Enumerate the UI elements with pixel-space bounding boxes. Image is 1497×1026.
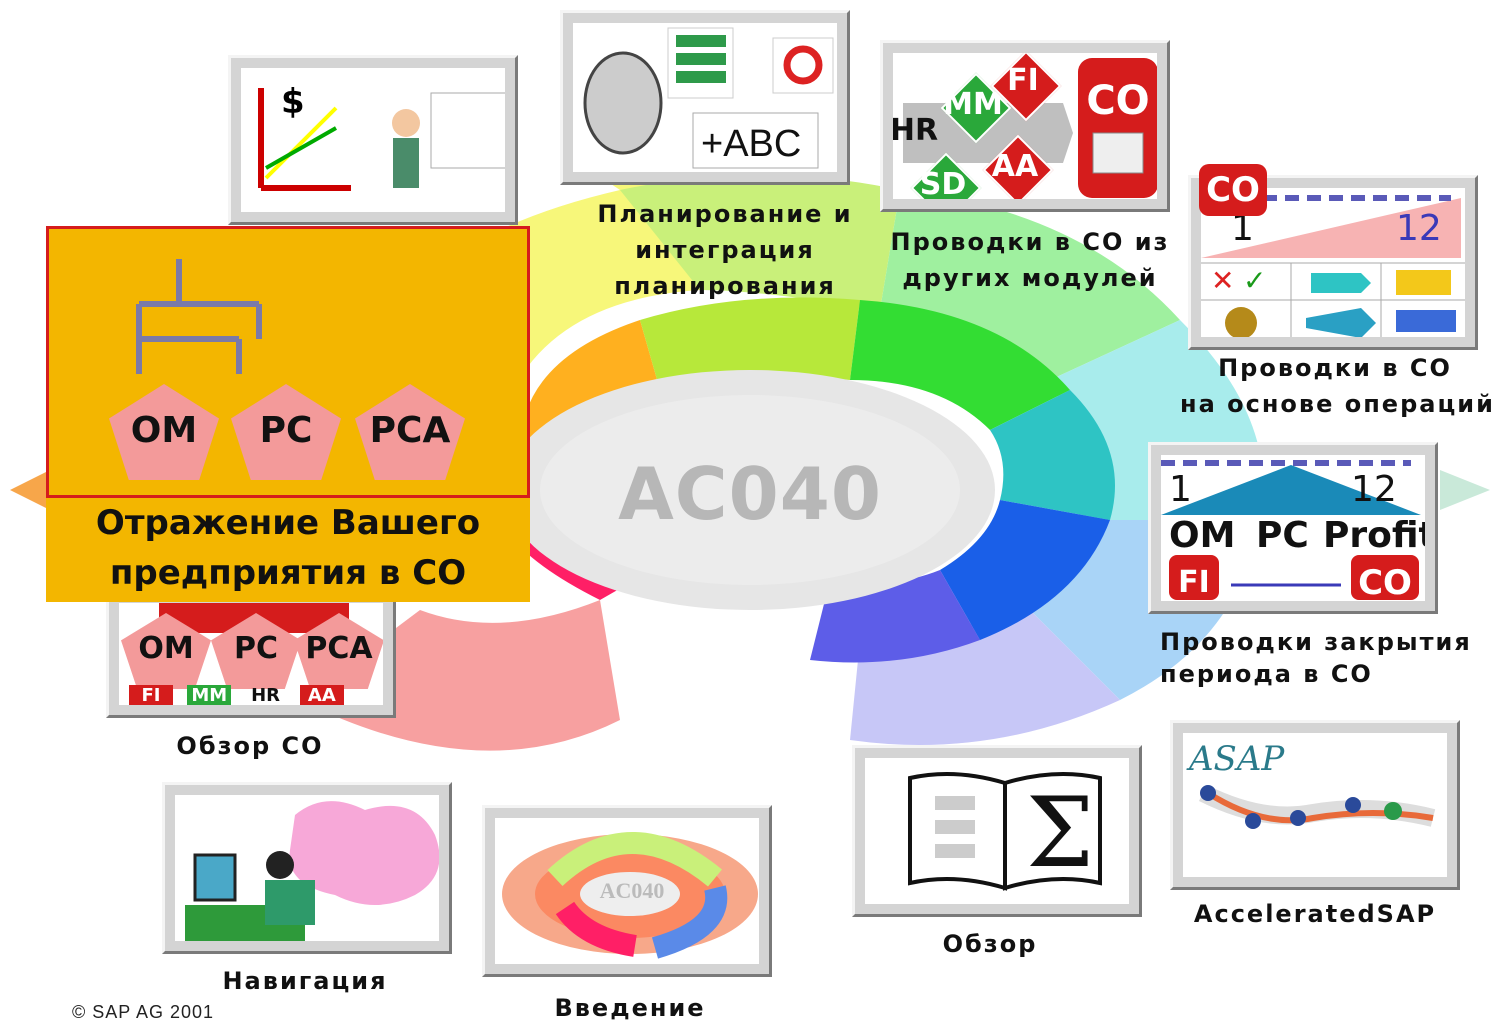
activity-postings-panel[interactable]: ✕ ✓ 1 12 CO: [1188, 164, 1478, 350]
asap-roadmap-icon: [1198, 784, 1436, 829]
planning-thinker-icon: [583, 27, 834, 169]
overview-module-hr: HR: [251, 685, 281, 705]
mm-badge: MM: [943, 87, 1003, 122]
activity-postings-caption: Проводки в CO на основе операций: [1180, 354, 1495, 418]
close-unit-pc: PC: [1256, 515, 1309, 556]
sd-badge: SD: [919, 167, 967, 199]
svg-text:$: $: [281, 82, 305, 122]
svg-text:✓: ✓: [1243, 264, 1266, 297]
planning-caption: Планирование и интеграция планирования: [597, 200, 853, 300]
activity-period-start: 1: [1231, 208, 1254, 249]
asap-panel[interactable]: ASAP: [1170, 720, 1460, 890]
co-cylinder-label: CO: [1086, 78, 1150, 124]
activity-grid-icon: ✕ ✓: [1201, 195, 1465, 337]
period-close-caption: Проводки закрытия периода в CO: [1160, 628, 1472, 688]
asap-logo: ASAP: [1189, 739, 1285, 779]
overview-unit-pc: PC: [233, 631, 278, 666]
period-close-panel[interactable]: 1 12 OM PC Profit FI CO: [1148, 442, 1438, 614]
computer-user-icon: [185, 801, 439, 941]
inner-teal: [990, 390, 1115, 520]
mini-wheel-icon: [502, 832, 758, 959]
close-co-label: CO: [1358, 563, 1412, 601]
inner-blue: [940, 500, 1110, 640]
overview-unit-om: OM: [138, 631, 194, 666]
chart-presenter-icon: $: [258, 82, 505, 191]
navigation-caption: Навигация: [222, 967, 388, 995]
inner-yellowgreen: [640, 297, 860, 390]
postings-other-modules-panel[interactable]: MM FI HR SD AA CO: [880, 40, 1170, 212]
svg-text:✕: ✕: [1211, 264, 1234, 297]
asap-caption: AcceleratedSAP: [1193, 900, 1437, 928]
copyright: © SAP AG 2001: [72, 1002, 215, 1022]
planning-panel[interactable]: +ABC: [560, 10, 850, 185]
doc-abc-label: +ABC: [701, 123, 802, 165]
intro-caption: Введение: [554, 994, 706, 1022]
inner-green: [850, 300, 1070, 430]
overview-module-fi: FI: [129, 685, 173, 705]
overview-co-caption: Обзор CO: [176, 732, 324, 760]
period-close-icon: [1161, 460, 1421, 600]
segment-lime: [620, 175, 900, 310]
mini-hub-label: AC040: [599, 878, 665, 903]
fi-badge: FI: [1007, 63, 1039, 98]
overview-unit-pca: PCA: [305, 631, 373, 666]
activity-co-tag: CO: [1199, 164, 1267, 216]
summary-caption: Обзор: [942, 930, 1038, 958]
overview-module-aa: AA: [299, 685, 344, 705]
postings-other-caption: Проводки в CO из других модулей: [890, 228, 1170, 292]
hr-badge: HR: [893, 113, 939, 148]
close-period-start: 1: [1169, 469, 1192, 510]
overview-modules-row: FI MM HR AA SD: [129, 685, 383, 705]
overview-module-mm: MM: [187, 685, 232, 705]
arrow-tip: [1440, 470, 1490, 510]
close-period-end: 12: [1351, 469, 1397, 510]
hierarchy-icon: [136, 259, 262, 374]
close-unit-profit: Profit: [1323, 515, 1425, 556]
chart-thumbnail-panel[interactable]: $: [228, 55, 518, 225]
focus-unit-pc: PC: [259, 410, 313, 451]
overview-co-panel[interactable]: OM PC PCA FI MM HR AA SD: [106, 590, 396, 718]
hub-label: AC040: [618, 452, 882, 536]
navigation-panel[interactable]: [162, 782, 452, 954]
arrow-tip: [10, 470, 50, 510]
sigma-symbol: Σ: [1026, 777, 1094, 889]
close-fi-label: FI: [1178, 565, 1210, 600]
open-book-icon: [908, 772, 1102, 891]
intro-panel[interactable]: AC040: [482, 805, 772, 977]
focus-unit-om: OM: [130, 410, 198, 451]
segment-green: [880, 190, 1180, 380]
aa-badge: AA: [991, 149, 1039, 184]
focus-unit-pca: PCA: [369, 410, 451, 451]
activity-period-end: 12: [1396, 208, 1442, 249]
focus-panel[interactable]: OM PC PCA: [46, 226, 530, 498]
focus-title: Отражение Вашего предприятия в CO: [46, 498, 530, 602]
summary-panel[interactable]: Σ: [852, 745, 1142, 917]
close-unit-om: OM: [1169, 515, 1236, 556]
